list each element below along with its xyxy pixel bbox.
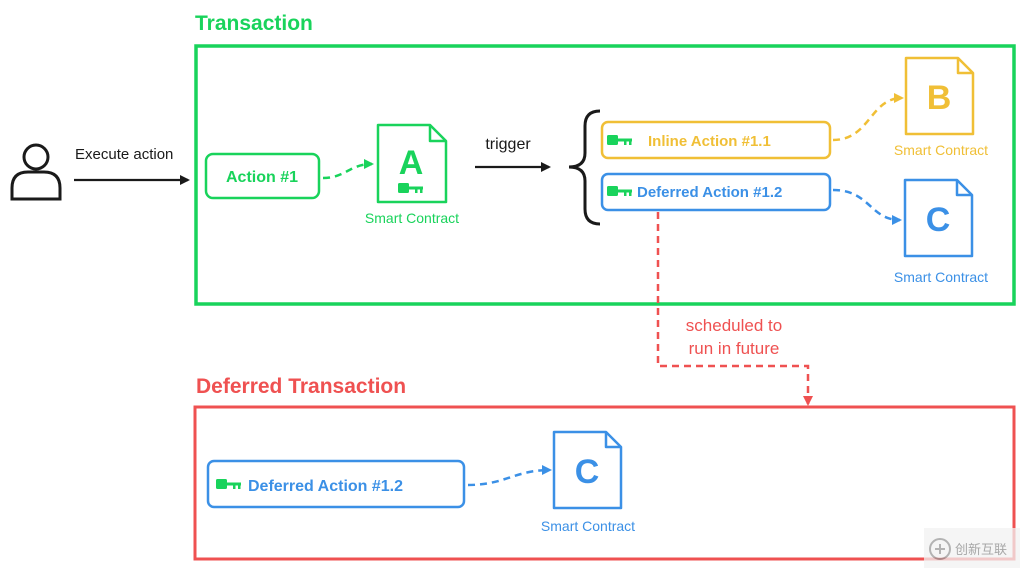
brace [568, 109, 601, 226]
deferred-transaction-frame [193, 405, 1016, 561]
contract-c2-letter: C [575, 453, 600, 491]
contract-a-letter: A [399, 144, 424, 182]
deferred-to-c-arrow [832, 188, 902, 225]
deferred-2-to-c-arrow [467, 465, 552, 487]
contract-c2-document-icon [552, 430, 623, 510]
contract-b-letter: B [927, 79, 952, 117]
action-1-box [204, 152, 321, 200]
key-icon [398, 183, 423, 193]
deferred-action-label: Deferred Action #1.2 [637, 184, 782, 201]
scheduled-arrow [656, 212, 813, 406]
contract-c2-caption: Smart Contract [541, 518, 635, 534]
deferred-transaction-title: Deferred Transaction [196, 375, 406, 398]
action-1-label: Action #1 [226, 169, 298, 186]
contract-a-caption: Smart Contract [365, 210, 459, 226]
watermark-text: 创新互联 [955, 542, 1007, 558]
scheduled-note-line2: run in future [689, 339, 780, 358]
key-icon [216, 479, 241, 489]
contract-b-caption: Smart Contract [894, 142, 988, 158]
contract-c-caption: Smart Contract [894, 269, 988, 285]
action-1-to-a-arrow [322, 159, 374, 180]
contract-c-document-icon [903, 178, 974, 258]
deferred-action-box [600, 172, 832, 212]
transaction-frame [194, 44, 1016, 306]
inline-to-b-arrow [832, 93, 904, 142]
contract-c-letter: C [926, 201, 951, 239]
logo-icon [929, 538, 951, 560]
key-icon [607, 135, 632, 145]
trigger-label: trigger [485, 136, 531, 153]
contract-a-document-icon [376, 123, 448, 204]
transaction-title: Transaction [195, 12, 313, 35]
deferred-action-2-box [206, 459, 466, 509]
user-icon [10, 143, 62, 201]
deferred-action-2-label: Deferred Action #1.2 [248, 478, 403, 495]
contract-b-document-icon [904, 56, 975, 136]
watermark: 创新互联 [924, 528, 1020, 568]
scheduled-note-line1: scheduled to [686, 316, 782, 335]
inline-action-label: Inline Action #1.1 [648, 133, 771, 150]
key-icon [607, 186, 632, 196]
inline-action-box [600, 120, 832, 160]
execute-action-label: Execute action [75, 146, 173, 163]
